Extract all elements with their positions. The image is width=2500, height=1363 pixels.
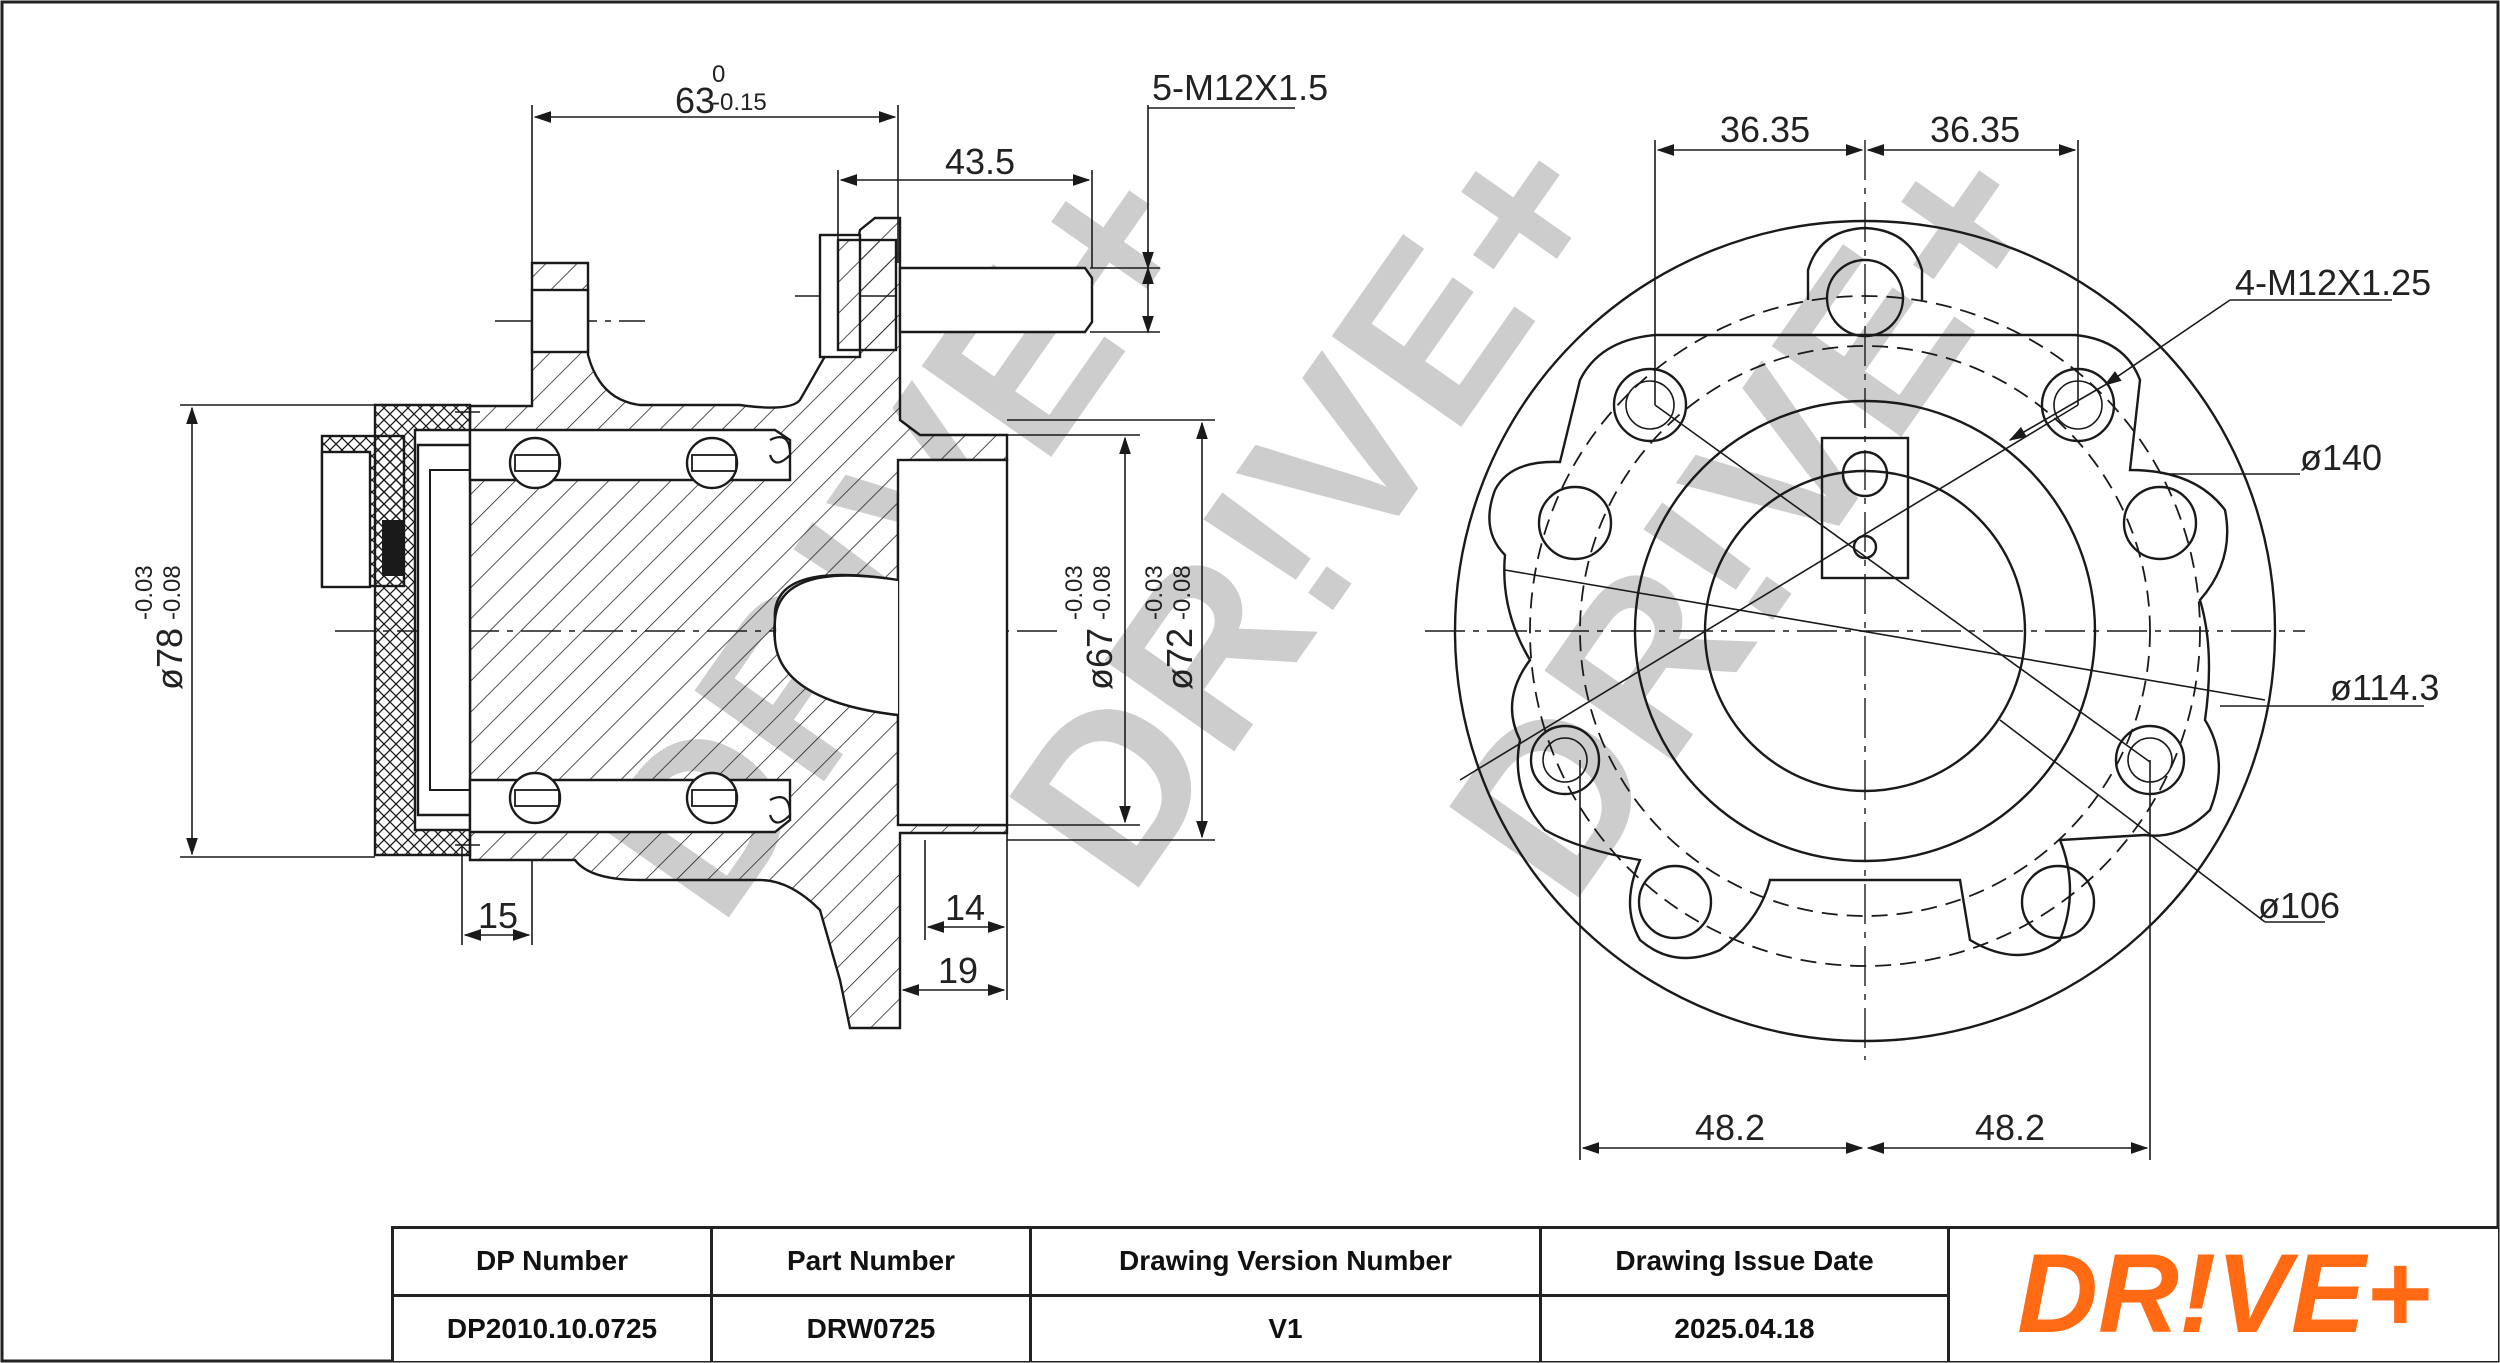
dim-dia-114: ø114.3 xyxy=(2330,667,2439,708)
mounting-plate-outline xyxy=(1488,333,2229,960)
mount-hole xyxy=(1537,485,1613,561)
wheel-stud xyxy=(818,233,1094,359)
dim-stud-thread: 5-M12X1.5 xyxy=(1152,67,1328,108)
dp-number-header: DP Number xyxy=(394,1229,710,1297)
side-section-view: 63 0 -0.15 5-M12X1.5 43.5 ø78 -0.03 -0.0… xyxy=(131,61,1328,1030)
inner-race xyxy=(416,443,472,817)
dim-dia-72-tol-lower: -0.08 xyxy=(1169,565,1196,620)
dim-15: 15 xyxy=(478,895,518,936)
dim-43-5: 43.5 xyxy=(945,141,1015,182)
mount-hole xyxy=(1612,367,1688,443)
issue-date-column: Drawing Issue Date 2025.04.18 xyxy=(1542,1229,1950,1361)
dim-63-tol-lower: -0.15 xyxy=(712,89,767,116)
bearing-row-bottom xyxy=(468,771,792,834)
title-block: DP Number DP2010.10.0725 Part Number DRW… xyxy=(391,1226,2498,1361)
version-value: V1 xyxy=(1268,1312,1303,1344)
dim-dia-67-tol-lower: -0.08 xyxy=(1089,565,1116,620)
dim-dia-140: ø140 xyxy=(2300,437,2382,478)
seal-bottom xyxy=(768,796,792,824)
version-column: Drawing Version Number V1 xyxy=(1032,1229,1542,1361)
inner-cap xyxy=(320,450,372,589)
dim-63-tol-upper: 0 xyxy=(712,61,725,88)
dim-63: 63 xyxy=(675,80,715,121)
part-number-value: DRW0725 xyxy=(806,1312,936,1344)
dim-dia-67-tol-upper: -0.03 xyxy=(1061,565,1088,620)
dim-36-35-left: 36.35 xyxy=(1720,109,1810,150)
dp-number-value: DP2010.10.0725 xyxy=(446,1312,658,1344)
front-view: 36.35 36.35 4-M12X1.25 ø140 ø114.3 ø106 … xyxy=(1425,109,2439,1160)
dim-mount-thread: 4-M12X1.25 xyxy=(2235,262,2431,303)
dim-dia-67: ø67 xyxy=(1079,628,1120,690)
dim-dia-78: ø78 xyxy=(149,628,190,690)
dim-36-35-right: 36.35 xyxy=(1930,109,2020,150)
mount-hole xyxy=(2020,864,2096,940)
drive-logo: DR!VE+ xyxy=(2017,1240,2431,1350)
mount-hole xyxy=(1637,864,1713,940)
version-header: Drawing Version Number xyxy=(1032,1229,1539,1297)
hub-bore xyxy=(896,458,1009,827)
brand-logo: DR!VE+ xyxy=(1950,1229,2498,1361)
hub-bore-recess xyxy=(773,574,899,717)
dim-19: 19 xyxy=(938,950,978,991)
dim-dia-72: ø72 xyxy=(1159,628,1200,690)
dim-dia-78-tol-lower: -0.08 xyxy=(159,565,186,620)
bolt-hole xyxy=(530,288,590,354)
dim-dia-72-tol-upper: -0.03 xyxy=(1141,565,1168,620)
issue-date-value: 2025.04.18 xyxy=(1674,1312,1815,1344)
mount-hole xyxy=(2122,485,2198,561)
mount-hole xyxy=(1529,724,1601,796)
mount-hole xyxy=(1542,737,1588,783)
dim-dia-78-tol-upper: -0.03 xyxy=(131,565,158,620)
part-number-header: Part Number xyxy=(713,1229,1029,1297)
bearing-row-top xyxy=(468,428,792,490)
issue-date-header: Drawing Issue Date xyxy=(1542,1229,1947,1297)
dim-48-2-left: 48.2 xyxy=(1695,1107,1765,1148)
dim-dia-106: ø106 xyxy=(2258,885,2340,926)
abs-magnet xyxy=(382,520,404,576)
seal-top xyxy=(768,436,792,464)
mount-hole xyxy=(1625,380,1675,430)
dp-number-column: DP Number DP2010.10.0725 xyxy=(394,1229,713,1361)
pcd-circle-114 xyxy=(1579,345,2151,917)
dim-14: 14 xyxy=(945,887,985,928)
part-number-column: Part Number DRW0725 xyxy=(713,1229,1032,1361)
dim-48-2-right: 48.2 xyxy=(1975,1107,2045,1148)
logo-wordmark: DR!VE+ xyxy=(2017,1240,2431,1350)
